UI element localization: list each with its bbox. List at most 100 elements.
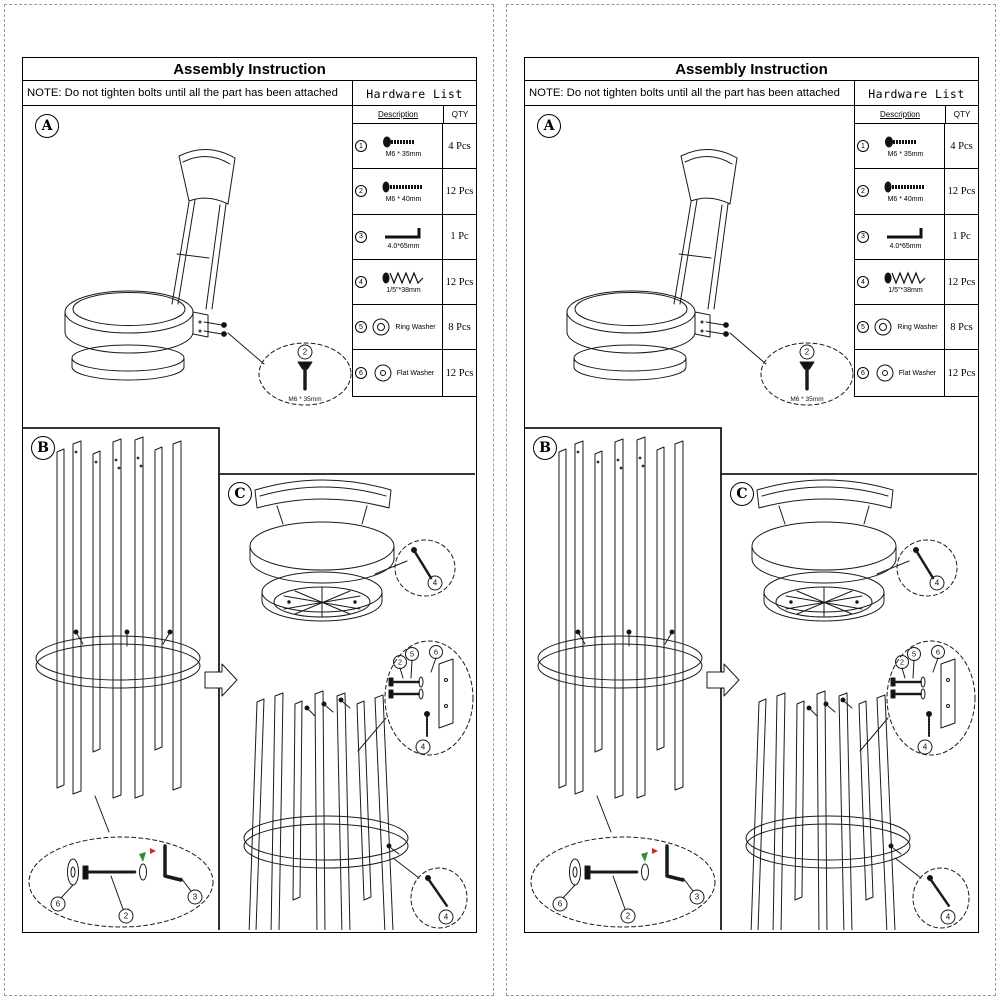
detail-b-number-key: 3 <box>193 893 198 902</box>
hardware-desc-cell: 4 1/5"*38mm <box>855 259 945 305</box>
hardware-desc-cell: 2 M6 * 40mm <box>855 169 945 214</box>
detail-bracket-bolts: 2 5 6 <box>859 640 976 756</box>
callout-bolt-a: 2 M6 * 35mm <box>258 342 352 406</box>
detail-b-number-bolt: 2 <box>626 912 631 921</box>
hardware-qty-cell: 8 Pcs <box>448 321 471 333</box>
page-title: Assembly Instruction <box>23 58 476 81</box>
assembly-diagram: 2 M6 * 35mm <box>23 149 475 930</box>
callout-a-number: 2 <box>805 348 810 357</box>
hardware-qty-cell: 12 Pcs <box>445 367 474 379</box>
step-arrow <box>706 663 740 697</box>
section-c-label: C <box>730 482 754 506</box>
hardware-desc-cell: 5 Ring Washer <box>855 305 945 350</box>
hardware-row: 3 4.0*65mm 1 Pc <box>353 214 476 260</box>
item-description: Flat Washer <box>898 370 937 378</box>
hardware-desc-cell: 5 Ring Washer <box>353 305 443 350</box>
hardware-qty-cell: 12 Pcs <box>445 276 474 288</box>
hardware-qty-cell: 12 Pcs <box>947 185 976 197</box>
instruction-panel: Assembly Instruction NOTE: Do not tighte… <box>524 57 979 933</box>
callout-a-desc: M6 * 35mm <box>790 396 823 403</box>
wood-screw-icon <box>884 271 925 285</box>
instruction-half: Assembly Instruction NOTE: Do not tighte… <box>4 4 494 996</box>
diagram-area: 2 M6 * 35mm <box>525 106 978 932</box>
detail-c-bottom-number: 4 <box>421 743 426 752</box>
flat-washer-icon <box>374 364 392 382</box>
hardware-row: 4 1/5"*38mm 12 Pcs <box>353 259 476 306</box>
hardware-list-title: Hardware List <box>854 81 978 106</box>
hardware-row: 5 Ring Washer 8 Pcs <box>855 305 978 351</box>
description-column-header: Description <box>377 110 418 119</box>
inverted-seat-drawing <box>751 479 910 622</box>
detail-b-number-key: 3 <box>695 893 700 902</box>
countersunk-bolt-icon <box>884 136 917 148</box>
hardware-table: Description QTY 1 M6 * 35mm 4 Pcs <box>352 106 476 397</box>
detail-bracket-bolts: 2 5 6 <box>357 640 474 756</box>
legs-cluster-drawing <box>35 436 201 833</box>
callout-bolt-a: 2 M6 * 35mm <box>760 342 854 406</box>
hardware-desc-cell: 6 Flat Washer <box>353 350 443 396</box>
hardware-desc-cell: 6 Flat Washer <box>855 350 945 396</box>
detail-b-number-bolt: 2 <box>124 912 129 921</box>
hardware-desc-cell: 2 M6 * 40mm <box>353 169 443 214</box>
detail-c-number-3: 6 <box>936 648 940 657</box>
qty-column-header: QTY <box>443 106 476 123</box>
hardware-table-header: Description QTY <box>353 106 476 124</box>
hardware-row: 2 M6 * 40mm 12 Pcs <box>353 169 476 215</box>
hardware-row: 1 M6 * 35mm 4 Pcs <box>353 124 476 170</box>
callout-c-bottom-number: 4 <box>444 913 449 922</box>
inverted-seat-drawing <box>249 479 408 622</box>
item-description: M6 * 35mm <box>887 151 924 159</box>
item-description: Ring Washer <box>897 324 938 332</box>
section-a-label: A <box>35 114 59 138</box>
hardware-desc-cell: 1 M6 * 35mm <box>855 124 945 169</box>
description-column-header: Description <box>879 110 920 119</box>
hardware-row: 5 Ring Washer 8 Pcs <box>353 305 476 351</box>
note-text: NOTE: Do not tighten bolts until all the… <box>23 81 352 106</box>
detail-c-number-1: 2 <box>900 658 904 667</box>
stool-seat-drawing <box>566 149 767 381</box>
stool-seat-drawing <box>64 149 265 381</box>
section-b-label: B <box>31 436 55 460</box>
item-number-badge: 6 <box>355 367 367 380</box>
countersunk-bolt-long-icon <box>382 181 423 193</box>
hardware-desc-cell: 1 M6 * 35mm <box>353 124 443 169</box>
instruction-half: Assembly Instruction NOTE: Do not tighte… <box>506 4 996 996</box>
green-arrow-mark <box>139 852 146 862</box>
item-description: 4.0*65mm <box>889 242 922 250</box>
item-number-badge: 6 <box>857 367 869 380</box>
hardware-row: 2 M6 * 40mm 12 Pcs <box>855 169 978 215</box>
detail-b-number-washer: 6 <box>558 900 563 909</box>
legs-assembly-drawing <box>745 690 922 930</box>
countersunk-bolt-long-icon <box>884 181 925 193</box>
hardware-qty-cell: 12 Pcs <box>947 367 976 379</box>
detail-c-bottom-number: 4 <box>923 743 928 752</box>
hardware-qty-cell: 4 Pcs <box>950 140 973 152</box>
section-a-letter: A <box>41 118 53 134</box>
section-c-letter: C <box>736 486 748 502</box>
step-arrow <box>204 663 238 697</box>
section-a-label: A <box>537 114 561 138</box>
countersunk-bolt-icon <box>382 136 415 148</box>
callout-screw-bottom: 4 <box>912 867 970 929</box>
section-a-letter: A <box>543 118 555 134</box>
item-number-badge: 2 <box>857 185 869 198</box>
red-arrow-mark <box>652 848 658 854</box>
hardware-row: 6 Flat Washer 12 Pcs <box>855 350 978 396</box>
assembly-diagram: 2 M6 * 35mm <box>525 149 977 930</box>
qty-column-header: QTY <box>945 106 978 123</box>
detail-c-number-1: 2 <box>398 658 402 667</box>
section-b-letter: B <box>539 440 551 456</box>
section-b-label: B <box>533 436 557 460</box>
callout-screw-bottom: 4 <box>410 867 468 929</box>
item-description: 1/5"*38mm <box>888 287 923 295</box>
hardware-row: 4 1/5"*38mm 12 Pcs <box>855 259 978 306</box>
callout-c-top-number: 4 <box>433 579 438 588</box>
item-number-badge: 4 <box>355 276 367 289</box>
item-number-badge: 3 <box>857 230 869 243</box>
hardware-desc-cell: 4 1/5"*38mm <box>353 259 443 305</box>
section-c-letter: C <box>234 486 246 502</box>
hardware-row: 3 4.0*65mm 1 Pc <box>855 214 978 260</box>
detail-b-number-washer: 6 <box>56 900 61 909</box>
item-number-badge: 4 <box>857 276 869 289</box>
hardware-row: 6 Flat Washer 12 Pcs <box>353 350 476 396</box>
